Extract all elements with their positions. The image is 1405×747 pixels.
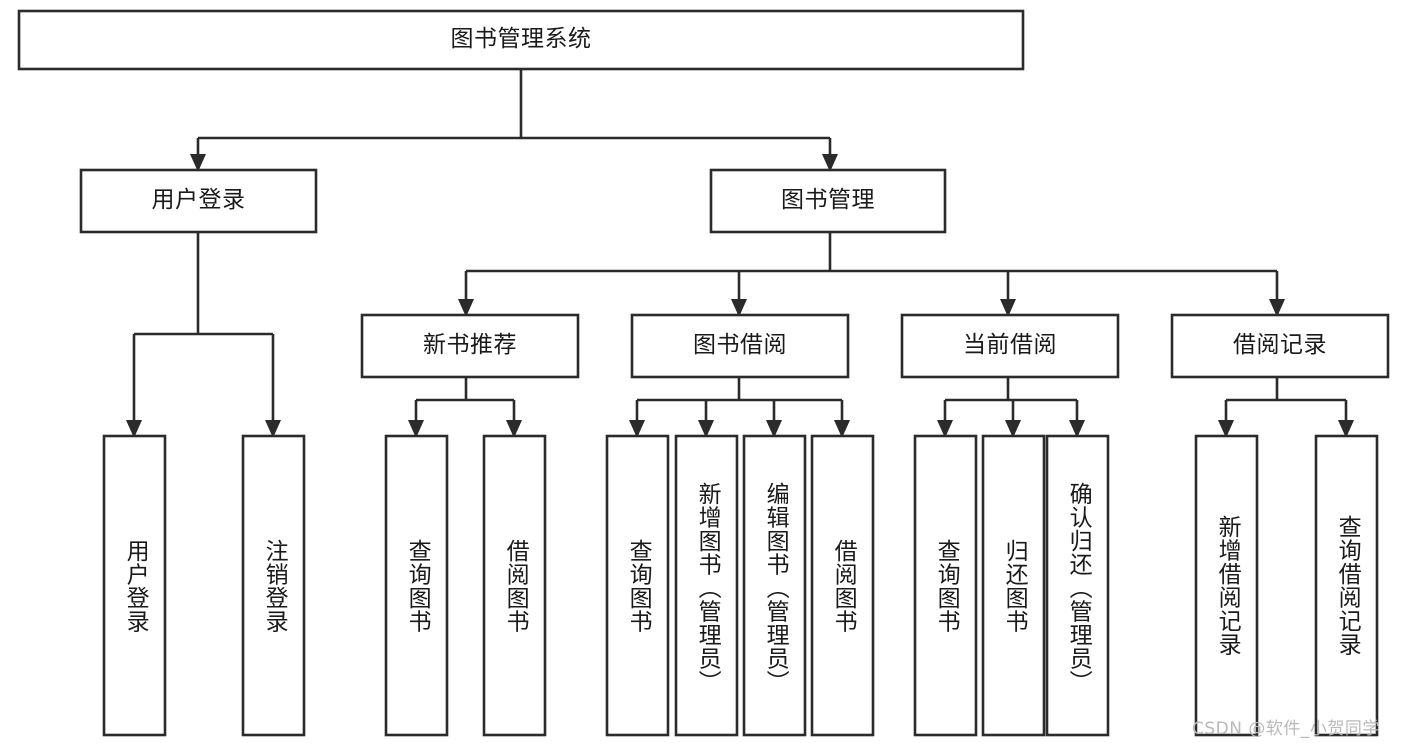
node-box-current-borrow[interactable] [900, 313, 1120, 379]
arrowhead-leaf-logout [265, 420, 281, 438]
boxes-layer [17, 9, 1390, 737]
arrowhead-leaf-add-book-admin [698, 420, 714, 438]
arrowhead-book-management [822, 154, 838, 172]
node-box-leaf-query-book-1[interactable] [384, 434, 449, 737]
node-box-leaf-query-book-2[interactable] [605, 434, 670, 737]
arrowhead-leaf-query-book-3 [937, 420, 953, 438]
watermark-text: CSDN @软件_小贺同学 [1192, 719, 1380, 739]
node-box-book-borrow[interactable] [630, 313, 850, 379]
node-box-leaf-add-borrow-record[interactable] [1194, 434, 1259, 737]
arrowhead-leaf-confirm-return-admin [1069, 420, 1085, 438]
node-box-leaf-user-login[interactable] [102, 434, 167, 737]
node-box-leaf-query-book-3[interactable] [913, 434, 978, 737]
node-box-leaf-add-book-admin[interactable] [674, 434, 739, 737]
node-box-leaf-query-borrow-record[interactable] [1314, 434, 1379, 737]
node-box-book-management[interactable] [709, 168, 947, 234]
arrowhead-borrow-record [1269, 299, 1285, 317]
node-box-borrow-record[interactable] [1170, 313, 1390, 379]
arrowhead-user-login [190, 154, 206, 172]
arrowhead-leaf-query-book-2 [629, 420, 645, 438]
arrowhead-leaf-user-login [126, 420, 142, 438]
arrowhead-leaf-edit-book-admin [766, 420, 782, 438]
node-box-user-login[interactable] [79, 168, 318, 234]
node-box-leaf-borrow-book-1[interactable] [482, 434, 547, 737]
arrowhead-leaf-borrow-book-2 [834, 420, 850, 438]
node-box-new-book-recommend[interactable] [360, 313, 580, 379]
arrowhead-leaf-borrow-book-1 [506, 420, 522, 438]
arrowhead-leaf-add-borrow-record [1218, 420, 1234, 438]
node-box-leaf-logout[interactable] [241, 434, 306, 737]
node-box-leaf-confirm-return-admin[interactable] [1045, 434, 1110, 737]
node-box-leaf-borrow-book-2[interactable] [810, 434, 875, 737]
arrowhead-leaf-query-book-1 [408, 420, 424, 438]
node-box-root[interactable] [17, 9, 1025, 71]
node-box-leaf-edit-book-admin[interactable] [742, 434, 807, 737]
arrowhead-leaf-query-borrow-record [1338, 420, 1354, 438]
node-box-leaf-return-book[interactable] [981, 434, 1046, 737]
arrowhead-current-borrow [1000, 299, 1016, 317]
arrowhead-leaf-return-book [1005, 420, 1021, 438]
arrowhead-new-book-recommend [458, 299, 474, 317]
connectors-layer [126, 69, 1354, 438]
arrowhead-book-borrow [731, 299, 747, 317]
